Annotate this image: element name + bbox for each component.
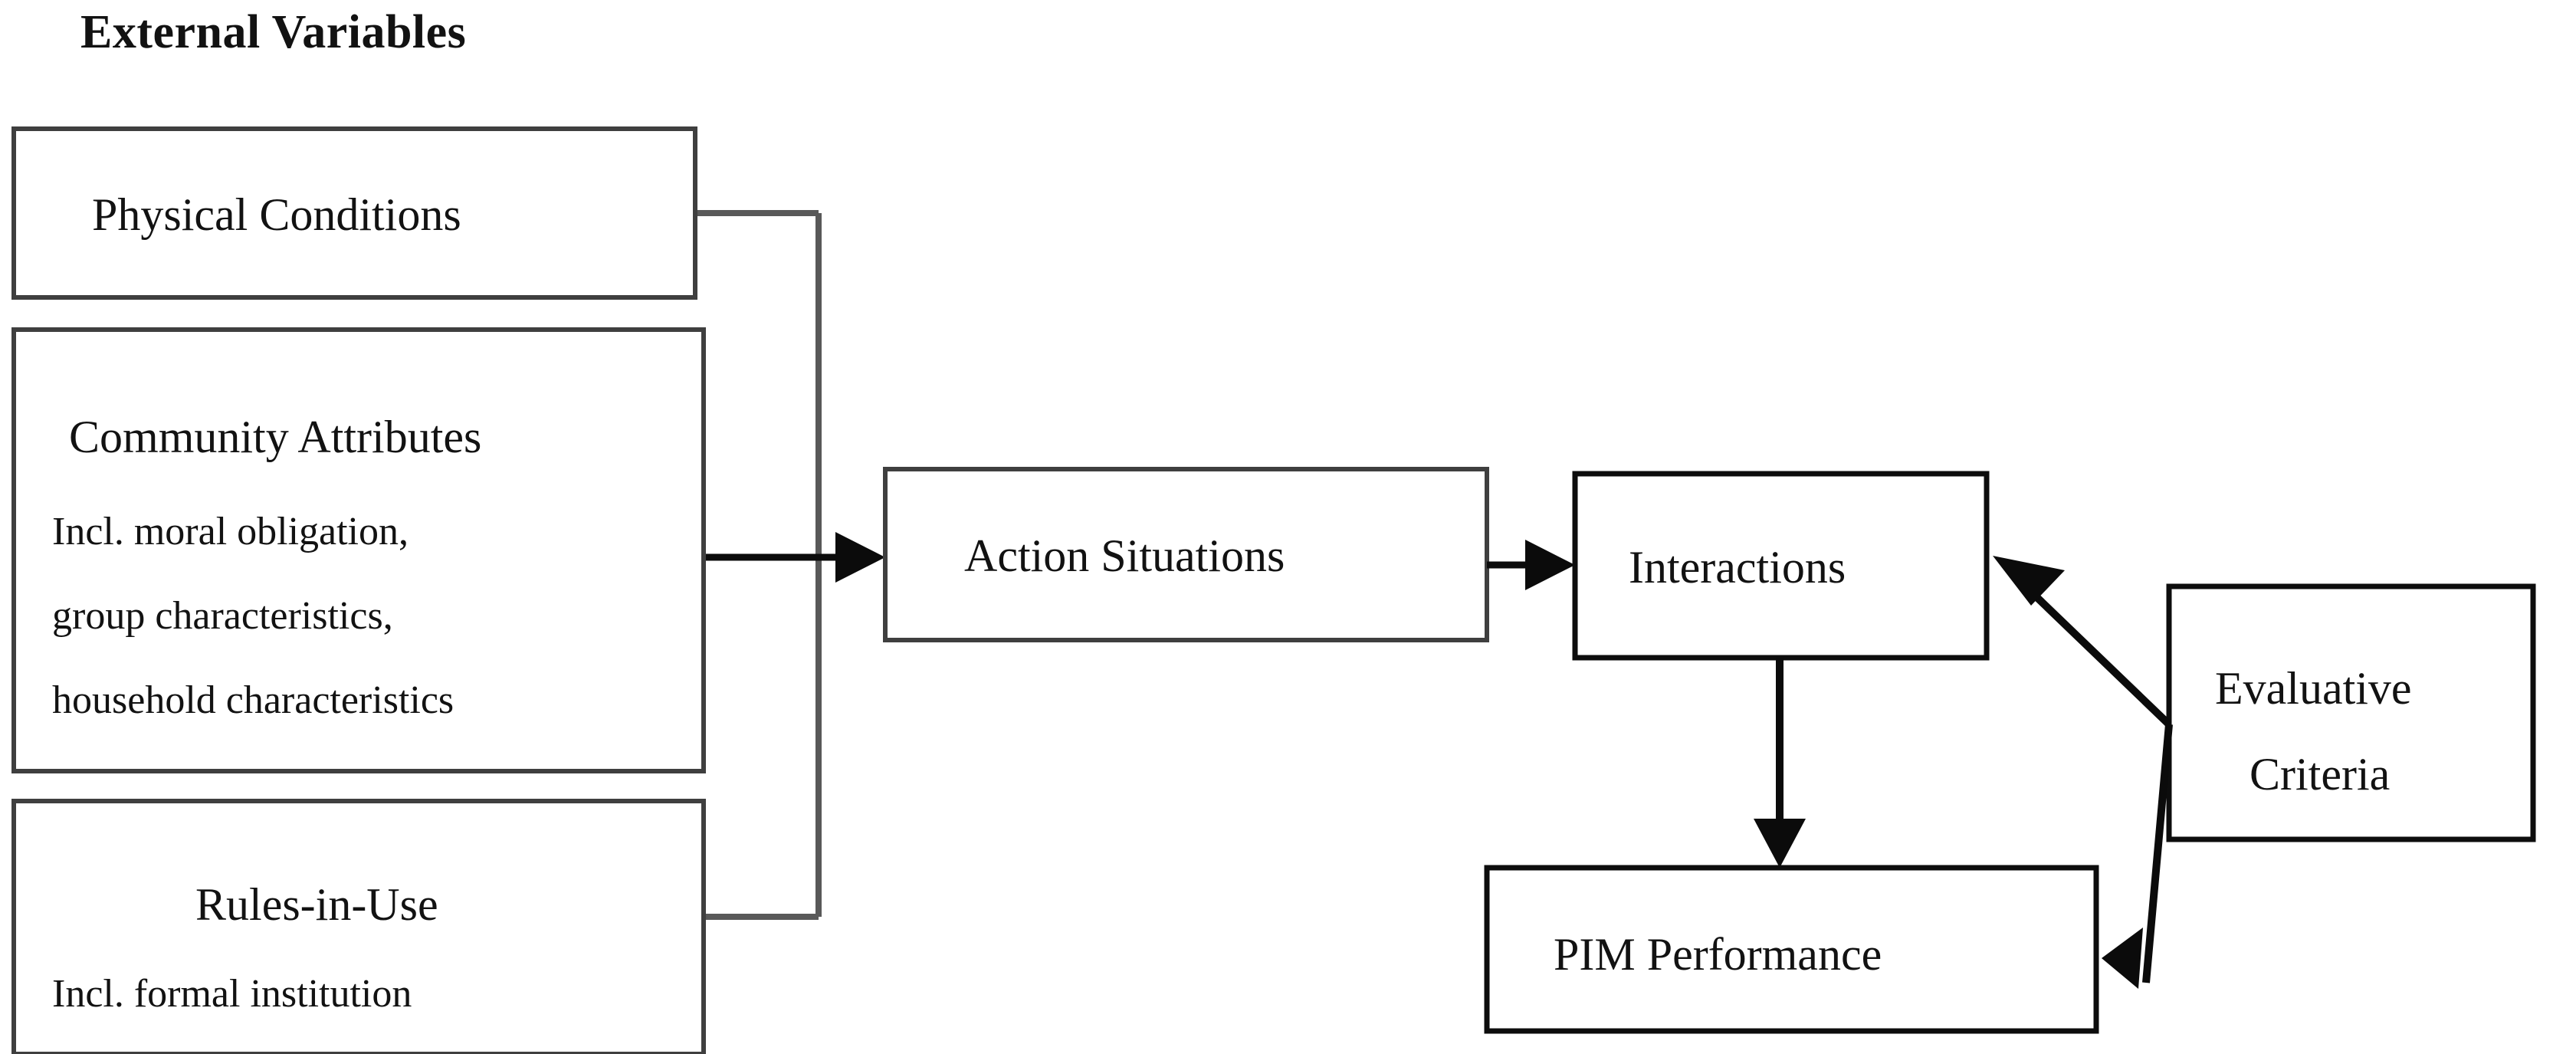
- interactions-to-pim-arrowhead: [1754, 819, 1806, 868]
- eval-to-pim-arrowhead: [2102, 928, 2143, 989]
- box-action-situations[interactable]: Action Situations: [883, 467, 1489, 642]
- bracket-arrowhead: [835, 532, 885, 583]
- box-physical-conditions[interactable]: Physical Conditions: [11, 126, 697, 300]
- evaluative-criteria-line-1: Evaluative: [2215, 663, 2412, 714]
- physical-conditions-label: Physical Conditions: [92, 189, 461, 240]
- box-rules-in-use[interactable]: Rules-in-Use Incl. formal institution: [11, 799, 706, 1054]
- box-interactions[interactable]: Interactions: [1572, 471, 1990, 661]
- arrow-interactions-to-pim-performance: [1754, 658, 1806, 868]
- evaluative-criteria-line-2: Criteria: [2249, 749, 2390, 800]
- eval-to-pim-shaft: [2142, 724, 2173, 983]
- community-attributes-heading: Community Attributes: [69, 412, 481, 462]
- action-situations-label: Action Situations: [964, 530, 1285, 581]
- rules-in-use-heading: Rules-in-Use: [195, 879, 438, 930]
- box-evaluative-criteria[interactable]: Evaluative Criteria: [2166, 583, 2536, 842]
- external-variables-bracket: [695, 210, 885, 920]
- box-pim-performance[interactable]: PIM Performance: [1484, 865, 2099, 1034]
- community-attributes-detail-3: household characteristics: [52, 678, 454, 722]
- community-attributes-detail-1: Incl. moral obligation,: [52, 510, 409, 553]
- box-community-attributes[interactable]: Community Attributes Incl. moral obligat…: [11, 327, 706, 773]
- arrow-action-situations-to-interactions: [1487, 540, 1575, 590]
- action-to-interactions-arrowhead: [1525, 540, 1575, 590]
- action-situations-rect: [883, 467, 1489, 642]
- interactions-label: Interactions: [1629, 542, 1846, 593]
- rules-in-use-detail-1: Incl. formal institution: [52, 972, 412, 1016]
- pim-performance-rect: [1484, 865, 2099, 1034]
- physical-conditions-rect: [11, 126, 697, 300]
- pim-performance-label: PIM Performance: [1554, 929, 1882, 980]
- eval-to-interactions-arrowhead: [1993, 556, 2065, 606]
- arrow-evaluative-criteria-to-pim-performance: [2102, 724, 2173, 989]
- eval-to-interactions-shaft: [2026, 587, 2172, 727]
- evaluative-criteria-rect: [2166, 583, 2536, 842]
- arrow-evaluative-criteria-to-interactions: [1993, 556, 2172, 727]
- community-attributes-rect: [11, 327, 706, 773]
- community-attributes-detail-2: group characteristics,: [52, 594, 393, 638]
- rules-in-use-rect: [11, 799, 706, 1054]
- diagram-title: External Variables: [80, 6, 466, 58]
